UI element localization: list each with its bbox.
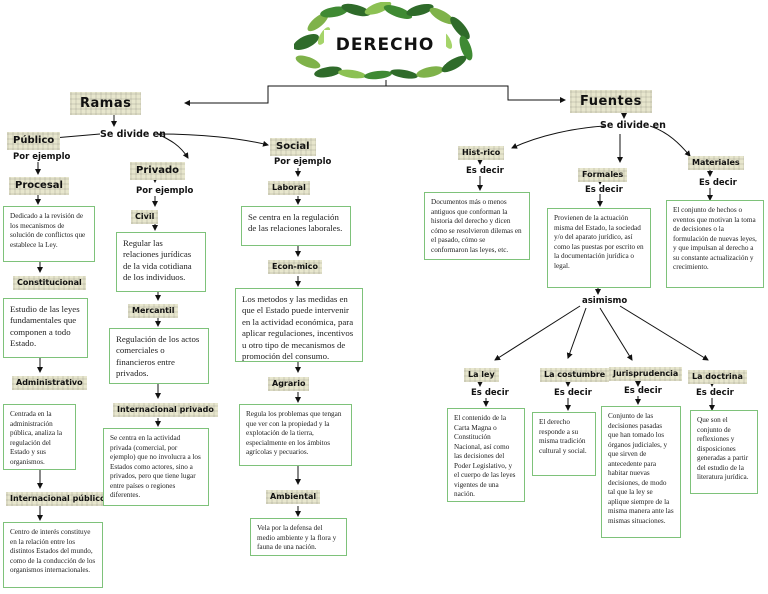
- privado-por-ejemplo: Por ejemplo: [136, 186, 194, 196]
- la-costumbre-es-decir: Es decir: [554, 388, 592, 398]
- formales-es-decir: Es decir: [585, 185, 623, 195]
- jurisprudencia-label: Jurisprudencia: [609, 367, 682, 381]
- historico-es-decir: Es decir: [466, 166, 504, 176]
- materiales-es-decir: Es decir: [699, 178, 737, 188]
- ramas-divide-text: Se divide en: [100, 129, 166, 140]
- la-doctrina-label: La doctrina: [688, 370, 747, 384]
- publico-label: Público: [7, 132, 60, 150]
- foliage-decoration: [293, 1, 473, 80]
- mercantil-label: Mercantil: [128, 304, 178, 318]
- formales-label: Formales: [578, 168, 627, 182]
- fuentes-label: Fuentes: [570, 90, 652, 113]
- internacional-publico-text: Centro de interés constituye en la relac…: [3, 522, 103, 588]
- administrativo-text: Centrada en la administración pública, a…: [3, 404, 76, 470]
- jurisprudencia-es-decir: Es decir: [624, 386, 662, 396]
- internacional-privado-label: Internacional privado: [113, 403, 218, 417]
- formales-text: Provienen de la actuación misma del Esta…: [547, 208, 651, 288]
- administrativo-label: Administrativo: [12, 376, 87, 390]
- civil-text: Regular las relaciones jurídicas de la v…: [116, 232, 206, 292]
- ambiental-text: Vela por la defensa del medio ambiente y…: [250, 518, 347, 556]
- materiales-text: El conjunto de hechos o eventos que moti…: [666, 200, 764, 288]
- historico-text: Documentos más o menos antiguos que conf…: [424, 192, 530, 260]
- constitucional-text: Estudio de las leyes fundamentales que c…: [3, 298, 88, 358]
- asimismo-text: asimismo: [582, 296, 628, 306]
- ramas-label: Ramas: [70, 92, 141, 115]
- privado-label: Privado: [130, 162, 185, 180]
- social-label: Social: [270, 138, 316, 156]
- constitucional-label: Constitucional: [13, 276, 86, 290]
- jurisprudencia-text: Conjunto de las decisiones pasadas que h…: [601, 406, 681, 538]
- la-doctrina-text: Que son el conjunto de reflexiones y dis…: [690, 410, 758, 494]
- la-ley-es-decir: Es decir: [471, 388, 509, 398]
- procesal-label: Procesal: [9, 177, 69, 195]
- page-title: DERECHO: [335, 35, 435, 55]
- la-doctrina-es-decir: Es decir: [696, 388, 734, 398]
- economico-label: Econ-mico: [268, 260, 322, 274]
- publico-por-ejemplo: Por ejemplo: [13, 152, 71, 162]
- laboral-label: Laboral: [268, 181, 310, 195]
- la-costumbre-text: El derecho responde a su misma tradición…: [532, 412, 596, 476]
- mercantil-text: Regulación de los actos comerciales o fi…: [109, 328, 209, 384]
- agrario-text: Regula los problemas que tengan que ver …: [239, 404, 352, 466]
- internacional-publico-label: Internacional público: [6, 492, 109, 506]
- social-por-ejemplo: Por ejemplo: [274, 157, 332, 167]
- title-banner: DERECHO: [293, 1, 476, 80]
- ambiental-label: Ambiental: [266, 490, 320, 504]
- economico-text: Los metodos y las medidas en que el Esta…: [235, 288, 363, 362]
- internacional-privado-text: Se centra en la actividad privada (comer…: [103, 428, 209, 506]
- la-ley-text: El contenido de la Carta Magna o Constit…: [447, 408, 525, 502]
- agrario-label: Agrario: [268, 377, 309, 391]
- civil-label: Civil: [131, 210, 158, 224]
- la-costumbre-label: La costumbre: [540, 368, 609, 382]
- fuentes-divide-text: Se divide en: [600, 120, 666, 131]
- laboral-text: Se centra en la regulación de las relaci…: [241, 206, 351, 246]
- materiales-label: Materiales: [688, 156, 744, 170]
- historico-label: Hist-rico: [458, 146, 504, 160]
- procesal-text: Dedicado a la revisión de los mecanismos…: [3, 206, 95, 262]
- la-ley-label: La ley: [464, 368, 499, 382]
